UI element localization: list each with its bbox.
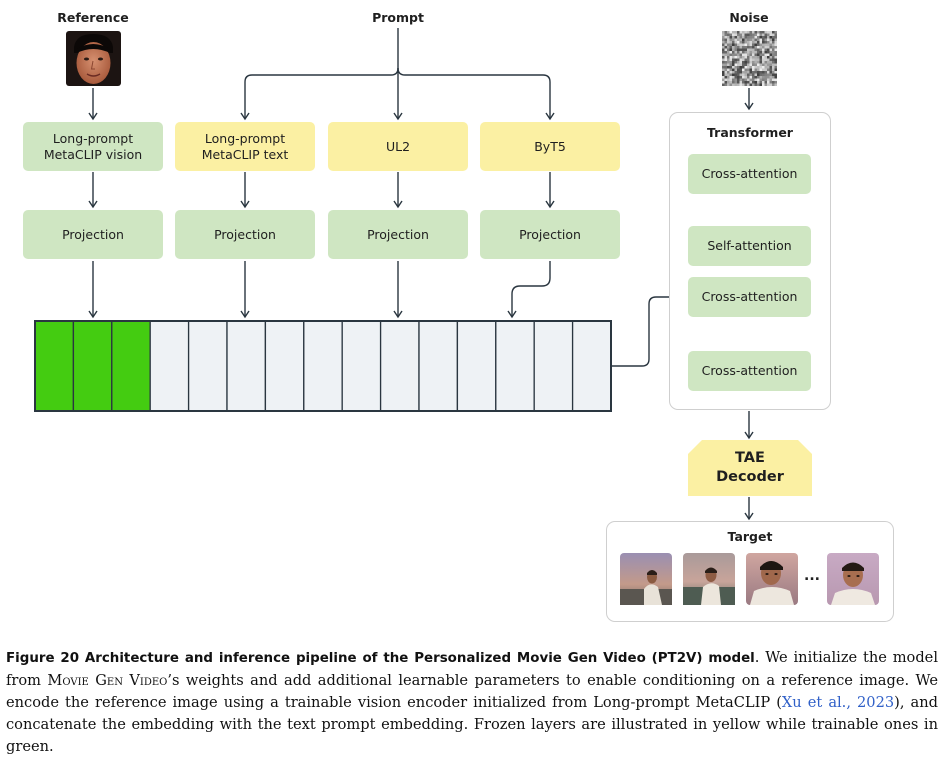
prompt-label: Prompt [372,10,424,25]
self-attention-block: Self-attention [688,226,811,266]
cross-attention-block-2: Cross-attention [688,277,811,317]
token-cell-frozen [456,320,497,412]
target-frame-4 [827,553,879,605]
token-sequence [34,320,612,412]
transformer-label: Transformer [707,125,793,140]
token-cell-frozen [571,320,612,412]
projection-metaclip-text: Projection [175,210,315,259]
more-frames-ellipsis: ... [804,568,820,584]
token-cell-frozen [264,320,305,412]
caption-model-name: Movie Gen Video [47,672,168,689]
token-cell-frozen [149,320,190,412]
caption-label: Figure 20 Architecture and inference pip… [6,651,755,666]
projection-byt5: Projection [480,210,620,259]
figure-caption: Figure 20 Architecture and inference pip… [6,647,938,758]
architecture-diagram: Reference Prompt Noise Long-prompt MetaC… [23,10,894,622]
token-cell-frozen [495,320,535,412]
token-cell-frozen [303,320,343,412]
token-cell-trainable [111,320,151,412]
reference-face-image [66,31,121,86]
token-cell-frozen [187,320,228,412]
tae-decoder: TAE Decoder [716,450,784,485]
token-cell-frozen [379,320,420,412]
cross-attention-block-1: Cross-attention [688,154,811,194]
metaclip-vision-encoder: Long-prompt MetaCLIP vision [23,122,163,171]
target-label: Target [727,529,773,544]
reference-label: Reference [57,10,129,25]
noise-image [722,31,777,86]
caption-text-2: ’s weights and add additional learnable … [6,672,938,711]
noise-label: Noise [729,10,769,25]
caption-text-3: ), and concatenate the embedding with th… [6,694,938,755]
connector-arrows [88,28,754,521]
projection-ul2: Projection [328,210,468,259]
caption-text-1: . We initialize the model from [6,649,938,689]
token-cell-frozen [533,320,574,412]
ul2-encoder: UL2 [328,122,468,171]
target-frame-2 [683,553,735,605]
token-cell-frozen [341,320,382,412]
token-cell-trainable [34,320,75,412]
token-cell-frozen [418,320,459,412]
token-cell-frozen [226,320,267,412]
byt5-encoder: ByT5 [480,122,620,171]
metaclip-text-encoder: Long-prompt MetaCLIP text [175,122,315,171]
tae-decoder-shape [688,440,812,496]
target-frame-1 [620,553,672,605]
target-frame-3 [746,553,798,605]
caption-citation-link[interactable]: Xu et al., 2023 [781,694,895,711]
cross-attention-block-3: Cross-attention [688,351,811,391]
token-sequence-border [34,320,612,412]
token-cell-trainable [72,320,113,412]
projection-vision: Projection [23,210,163,259]
